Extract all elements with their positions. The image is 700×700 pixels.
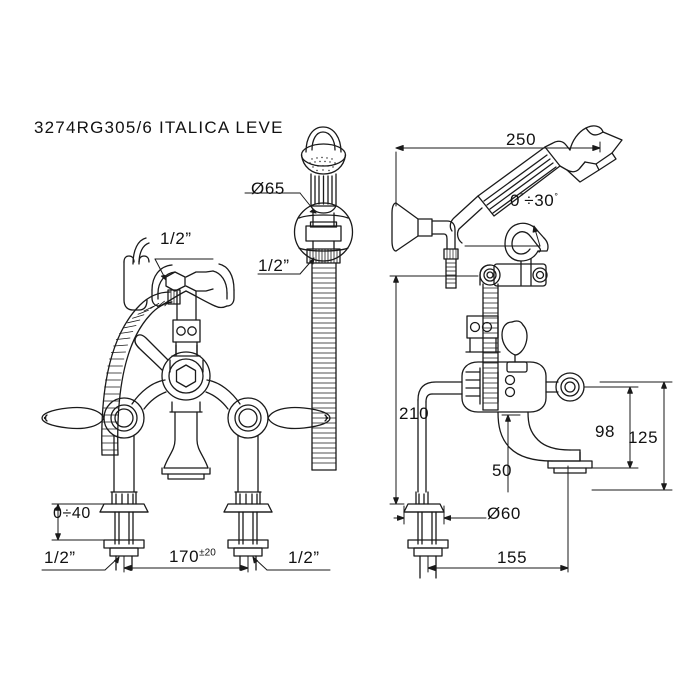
dimension-base-diameter xyxy=(393,505,487,525)
leader-handset-angle xyxy=(464,225,541,247)
drawing-title: 3274RG305/6 ITALICA LEVE xyxy=(34,118,284,137)
shower-handset-side xyxy=(391,125,623,289)
label-tail-range: 0÷40 xyxy=(53,505,91,522)
dimension-spout-height xyxy=(583,386,639,469)
side-elevation xyxy=(403,222,593,579)
label-centres: 170±20 xyxy=(169,548,216,565)
centres-tolerance: ±20 xyxy=(199,547,216,559)
label-left-foot-inlet-size: 1/2” xyxy=(44,548,76,567)
angle-start-value: 0 xyxy=(510,191,521,210)
shower-handset-front xyxy=(293,126,354,471)
label-handset-angle: 0°÷30° xyxy=(510,192,559,209)
leader-left-inlet xyxy=(154,258,214,281)
degree-symbol-end: ° xyxy=(554,191,559,202)
dimension-projection xyxy=(427,465,569,573)
dimension-height-total xyxy=(389,275,479,505)
dimension-centres xyxy=(123,555,249,573)
label-body-height: 125 xyxy=(628,428,659,447)
dimension-handset-length xyxy=(395,141,601,207)
label-handset-length: 250 xyxy=(506,130,537,149)
front-elevation xyxy=(41,237,331,571)
dimension-tail-range xyxy=(51,503,111,541)
angle-separator: ÷ xyxy=(524,191,535,210)
leader-right-foot-inlet xyxy=(252,556,331,571)
label-height-total: 210 xyxy=(399,404,430,423)
dimension-spout-drop xyxy=(501,414,521,493)
leader-handset-inlet xyxy=(257,257,315,275)
degree-symbol-start: ° xyxy=(520,191,525,202)
dimension-body-height xyxy=(591,381,673,491)
label-spout-drop: 50 xyxy=(492,461,513,480)
label-spout-height: 98 xyxy=(595,422,616,441)
centres-value: 170 xyxy=(169,547,200,566)
label-left-inlet-size: 1/2” xyxy=(160,229,192,248)
label-handset-inlet-size: 1/2” xyxy=(258,256,290,275)
angle-end-value: 30 xyxy=(534,191,555,210)
label-right-foot-inlet-size: 1/2” xyxy=(288,548,320,567)
label-rose-diameter: Ø65 xyxy=(251,179,285,198)
leader-left-foot-inlet xyxy=(41,556,120,571)
label-projection: 155 xyxy=(497,548,528,567)
label-base-diameter: Ø60 xyxy=(487,504,521,523)
leader-rose-diameter xyxy=(244,192,317,214)
